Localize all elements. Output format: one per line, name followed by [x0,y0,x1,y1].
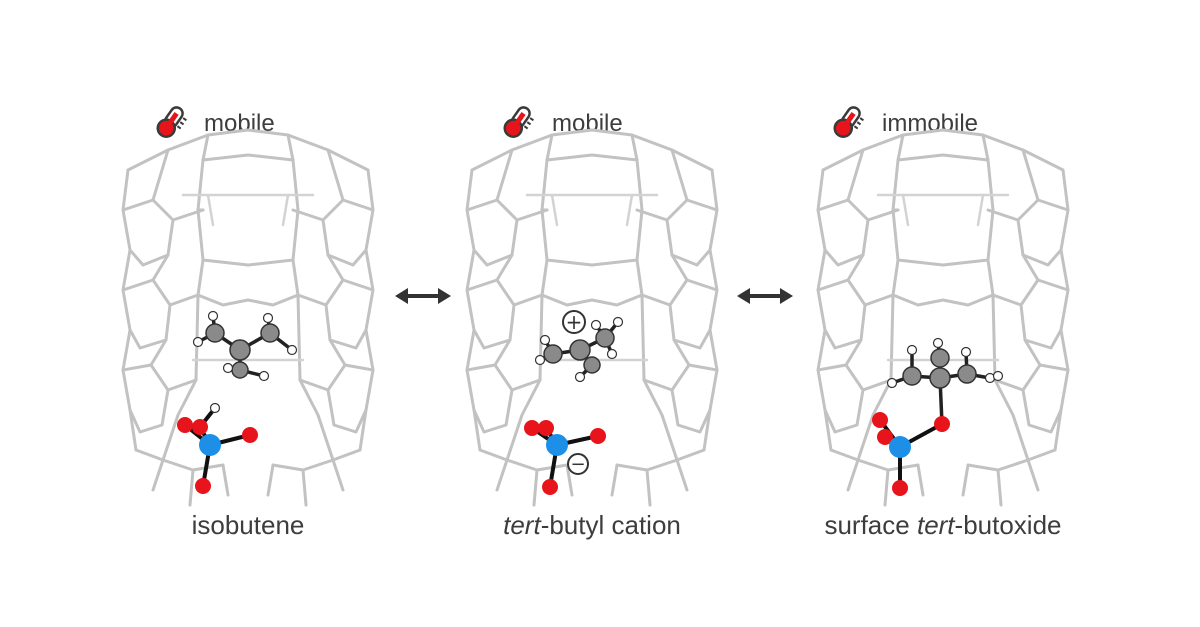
thermometer-icon [830,102,869,144]
panel-isobutene: mobile [121,102,375,540]
species-name: isobutene [192,510,305,540]
isobutene-molecule [192,310,298,382]
equilibrium-arrow [735,286,795,306]
acid-site [177,402,258,494]
species-name: tert-butyl cation [503,510,681,540]
tert-butoxide-molecule [886,337,1004,426]
thermometer-icon [500,102,539,144]
tert-butyl-cation-molecule [534,316,624,383]
zeolite-cage [465,128,719,507]
panel-tert-butyl-cation: mobile + [465,102,719,540]
zeolite-cage [121,128,375,507]
thermometer-icon [153,102,192,144]
zeolite-cage [816,128,1070,507]
equilibrium-arrow [393,286,453,306]
anion-charge: − [567,453,589,475]
acid-site [524,420,606,495]
species-name: surface tert-butoxide [824,510,1061,540]
panel-surface-tert-butoxide: immobile [816,102,1070,540]
cation-charge: + [562,310,586,334]
svg-text:−: − [570,454,585,475]
acid-site [872,412,950,496]
svg-text:+: + [566,310,583,334]
